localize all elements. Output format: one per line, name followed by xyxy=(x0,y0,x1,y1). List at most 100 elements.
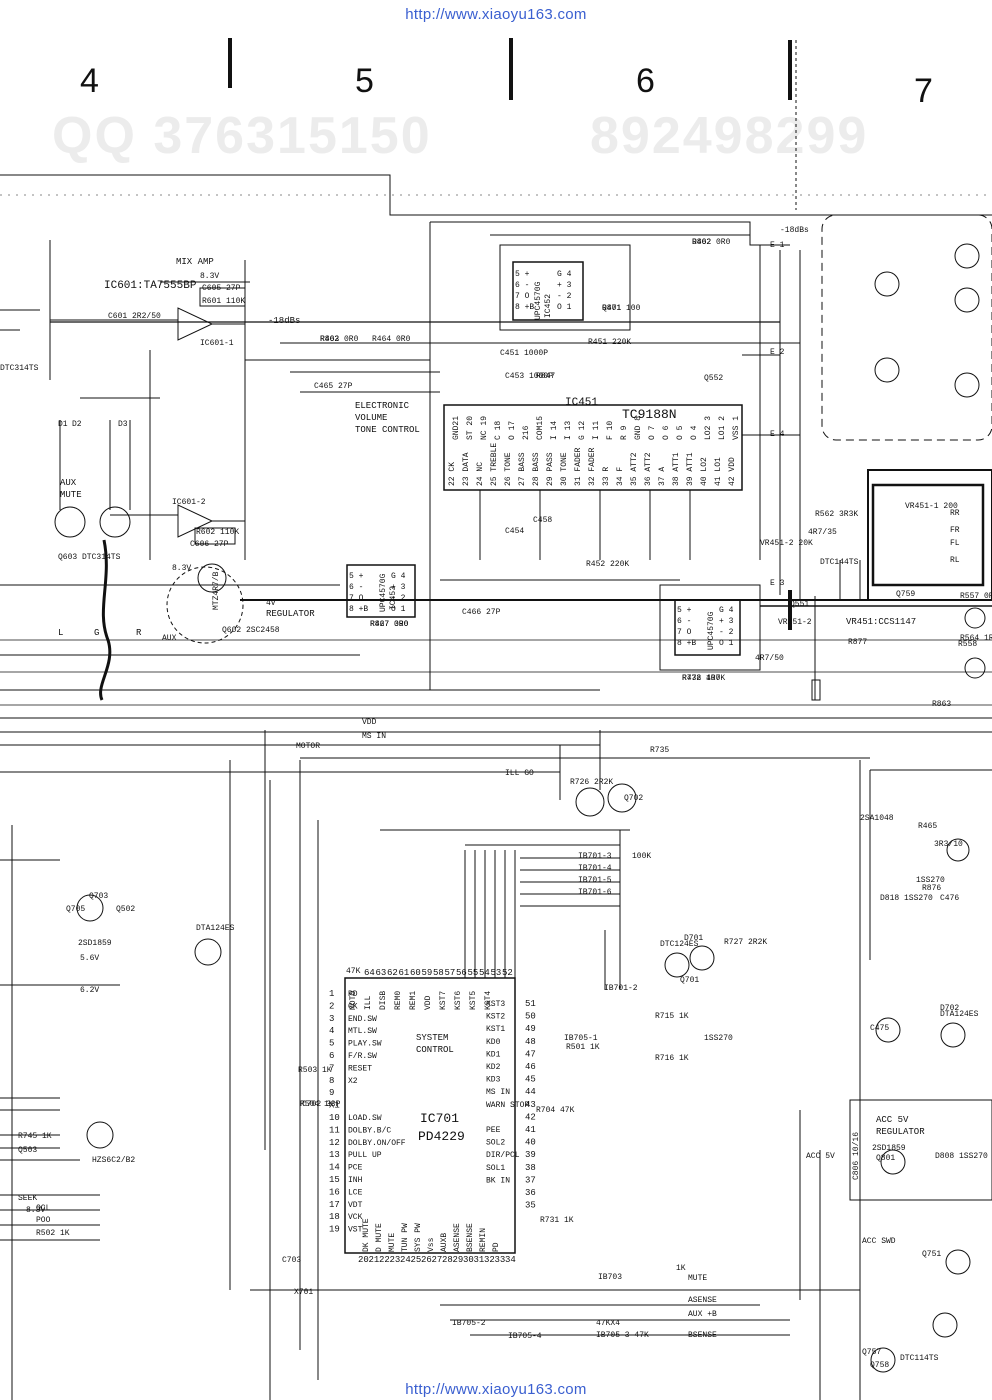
ic701-pin: 26 xyxy=(421,1255,432,1265)
ic451-pin: 27 BASS xyxy=(518,452,527,486)
vr-title: VR451:CCS1147 xyxy=(846,617,916,627)
ic701-signal: RESET xyxy=(348,1064,372,1073)
ic451-pin: 40 LO2 xyxy=(700,457,709,486)
acc-title: ACC 5V xyxy=(876,1115,909,1125)
ic701-signal: PCE xyxy=(348,1164,363,1173)
part-label: R558 xyxy=(958,640,977,649)
part-label: OCL xyxy=(36,1204,51,1213)
ic701-pin: 58 xyxy=(433,968,444,978)
url-top: http://www.xiaoyu163.com xyxy=(405,6,587,23)
part-label: R735 xyxy=(650,746,669,755)
part-label: C476 xyxy=(940,894,959,903)
bus-label: AUX +B xyxy=(688,1310,717,1319)
part-label: R877 xyxy=(848,638,867,647)
ic701-signal: DK MUTE xyxy=(362,1218,371,1252)
input-label: AUX xyxy=(162,634,177,643)
ic701-pin: 16 xyxy=(329,1187,340,1197)
ic701-signal: X2 xyxy=(348,1077,358,1086)
opamp-pin: 5 + xyxy=(515,270,530,279)
ic701-pin: 61 xyxy=(399,968,410,978)
ic701-pin: 62 xyxy=(387,968,398,978)
part-label: R827 390 xyxy=(370,620,409,629)
ic701-pin: 25 xyxy=(411,1255,422,1265)
part-label: Q801 xyxy=(602,304,621,313)
part-label: R738 4R7K xyxy=(682,674,725,683)
ic451-pin: 23 DATA xyxy=(462,452,471,486)
ic451-pin: 28 BASS xyxy=(532,452,541,486)
ic451-pin: LO2 3 xyxy=(704,416,713,440)
part-label: E 4 xyxy=(770,430,785,439)
bus-label: BSENSE xyxy=(688,1331,717,1340)
part-label: R502 1K xyxy=(36,1229,70,1238)
ic701-pin: 59 xyxy=(422,968,433,978)
part-label: Q703 xyxy=(89,892,108,901)
part-label: R876 xyxy=(922,884,941,893)
part-label: IB701-5 xyxy=(578,876,612,885)
bus-label: ASENSE xyxy=(688,1296,717,1305)
ic701-signal: INH xyxy=(348,1176,363,1185)
ic701-signal: KST3 xyxy=(486,1000,505,1009)
part-label: R562 3R3K xyxy=(815,510,858,519)
ic701-signal: SOL2 xyxy=(486,1139,505,1148)
ic451-pin: 42 VDD xyxy=(728,457,737,486)
opamp-type: UPC4570G xyxy=(379,573,388,612)
part-label: R501 1K xyxy=(566,1043,600,1052)
input-label: L xyxy=(58,628,63,638)
ic701-pin: 55 xyxy=(468,968,479,978)
ic701-signal: ILL xyxy=(364,995,373,1010)
part-label: DTA124ES xyxy=(196,924,235,933)
part-label: Q503 xyxy=(18,1146,37,1155)
part-label: E 2 xyxy=(770,348,785,357)
part-label: 4R7/50 xyxy=(755,654,784,663)
ic701-signal: LCE xyxy=(348,1188,363,1197)
part-label: DTC114TS xyxy=(900,1354,939,1363)
part-label: IB705-1 xyxy=(564,1034,598,1043)
ic701-signal: REM0 xyxy=(394,991,403,1010)
ic451-pin: 26 TONE xyxy=(504,452,513,486)
ic701-pin: 29 xyxy=(453,1255,464,1265)
opamp-pin: - 2 xyxy=(557,292,572,301)
ic701-pin: 27 xyxy=(432,1255,443,1265)
supply-label: 8.3V xyxy=(200,272,219,281)
ic701-pin: 60 xyxy=(410,968,421,978)
opamp-pin: 5 + xyxy=(677,606,692,615)
bus-label: ACC SWD xyxy=(862,1237,896,1246)
ic701-signal: Vss xyxy=(427,1237,436,1252)
acc-part: Q801 xyxy=(876,1154,895,1163)
part-label: Q759 xyxy=(896,590,915,599)
part-label: R504 1K xyxy=(300,1100,334,1109)
diode-label: D1 xyxy=(58,420,68,429)
ic701-pin: 14 xyxy=(329,1163,340,1173)
opamp-pin: 6 - xyxy=(515,281,529,290)
level-label: -18dBs xyxy=(268,316,300,326)
ic701-signal: SOL1 xyxy=(486,1164,505,1173)
ic701-signal: REMIN xyxy=(479,1228,488,1252)
ic701-label: IC701 xyxy=(420,1111,459,1126)
ic451-pin: I 11 xyxy=(592,421,601,440)
part-label: Q751 xyxy=(922,1250,941,1259)
ic701-pin: X1 xyxy=(329,1101,340,1111)
ic451-pin: O 7 xyxy=(648,425,657,440)
part-label: R451 220K xyxy=(588,338,631,347)
ic701-signal: SYS PW xyxy=(414,1223,423,1252)
part-label: Q502 xyxy=(116,905,135,914)
bus-label: MOTOR xyxy=(296,742,320,751)
ic701-signal: KST5 xyxy=(469,991,478,1010)
column-number-6: 6 xyxy=(636,62,655,100)
column-number-4: 4 xyxy=(80,62,99,100)
ic451-pin: VSS 1 xyxy=(732,416,741,440)
ic451-pin: O 4 xyxy=(690,425,699,440)
vr-part: VR451-2 xyxy=(778,618,812,627)
part-label: C451 1000P xyxy=(500,349,548,358)
ic451-pin: 29 PASS xyxy=(546,452,555,486)
ic701-signal: REM1 xyxy=(409,991,418,1010)
ic701-pin: 39 xyxy=(525,1150,536,1160)
opamp-pin: 7 O xyxy=(515,292,530,301)
ic701-pin: 10 xyxy=(329,1113,340,1123)
opamp-type: UPC4570G xyxy=(534,281,543,320)
ic701-signal: VCK xyxy=(348,1213,363,1222)
sys-title: SYSTEM xyxy=(416,1033,448,1043)
acc-part: ACC 5V xyxy=(806,1152,835,1161)
ic701-pin: 2 xyxy=(329,1001,334,1011)
